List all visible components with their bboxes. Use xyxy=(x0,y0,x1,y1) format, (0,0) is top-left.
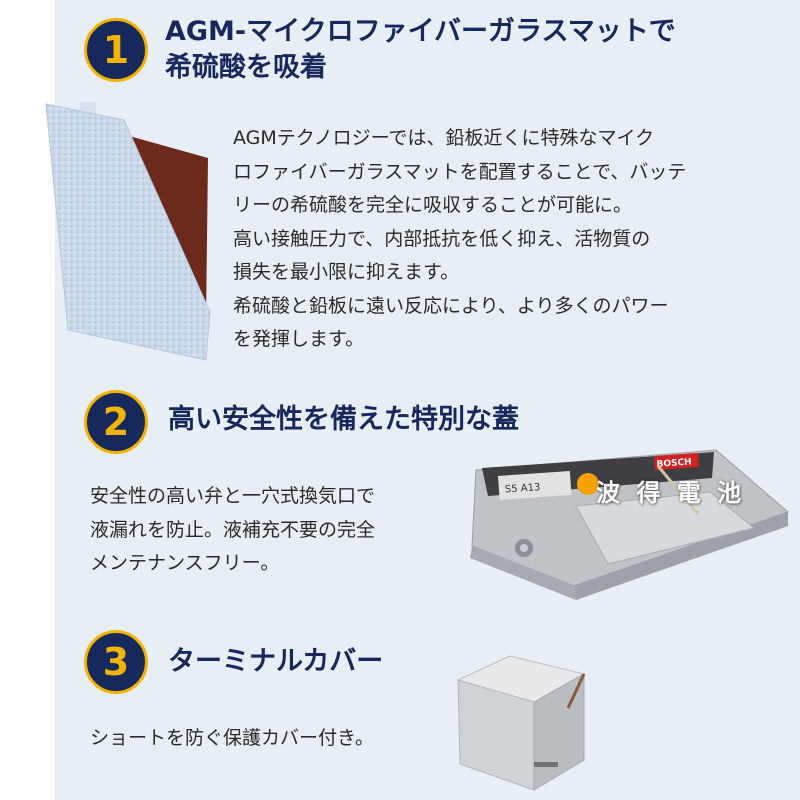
section-3-title: ターミナルカバー xyxy=(168,646,384,677)
section-3-number: 3 xyxy=(102,640,130,684)
background-panel xyxy=(55,0,800,800)
section-2-badge: 2 xyxy=(84,390,148,454)
section-1-title: AGM-マイクロファイバーガラスマットで 希硫酸を吸着 xyxy=(165,14,676,86)
section-2-title: 高い安全性を備えた特別な蓋 xyxy=(168,404,519,435)
battery-lid-image: S5 A13 BOSCH xyxy=(470,449,789,600)
section-1-body: AGMテクノロジーでは、鉛板近くに特殊なマイク ロファイバーガラスマットを配置す… xyxy=(233,122,686,357)
section-1-title-line: AGM-マイクロファイバーガラスマットで xyxy=(165,16,676,47)
battery-brand-label: BOSCH xyxy=(656,457,692,469)
section-2-body: 安全性の高い弁と一穴式換気口で 液漏れを防止。液補充不要の完全 メンテナンスフリ… xyxy=(90,480,375,581)
section-1-body-line: 損失を最小限に抑えます。 xyxy=(233,261,460,283)
section-2-body-line: 安全性の高い弁と一穴式換気口で xyxy=(90,485,376,507)
section-1-body-line: 高い接触圧力で、内部抵抗を低く抑え、活物質の xyxy=(233,227,651,250)
section-2-number: 2 xyxy=(102,400,130,444)
section-1-title-line: 希硫酸を吸着 xyxy=(165,52,327,83)
watermark-text: 波 得 電 池 xyxy=(596,479,746,507)
section-2-body-line: 液漏れを防止。液補充不要の完全 xyxy=(90,518,376,541)
section-2-body-line: メンテナンスフリー。 xyxy=(90,552,280,574)
section-1-body-line: リーの希硫酸を完全に吸収することが可能に。 xyxy=(233,194,633,216)
battery-model-label: S5 A13 xyxy=(505,482,541,495)
section-1-badge: 1 xyxy=(84,18,148,82)
section-1-body-line: AGMテクノロジーでは、鉛板近くに特殊なマイク xyxy=(233,127,655,149)
section-1-body-line: 希硫酸と鉛板に遠い反応により、より多くのパワー xyxy=(233,294,669,317)
section-1-number: 1 xyxy=(102,28,130,72)
section-1-body-line: ロファイバーガラスマットを配置することで、バッテ xyxy=(233,160,687,183)
section-3-body-line: ショートを防ぐ保護カバー付き。 xyxy=(90,727,375,749)
section-3-body: ショートを防ぐ保護カバー付き。 xyxy=(90,722,374,756)
terminal-cover-image xyxy=(456,655,586,791)
section-3-badge: 3 xyxy=(84,630,148,694)
section-1-body-line: を発揮します。 xyxy=(233,328,365,350)
glass-mat-illustration xyxy=(45,102,211,361)
